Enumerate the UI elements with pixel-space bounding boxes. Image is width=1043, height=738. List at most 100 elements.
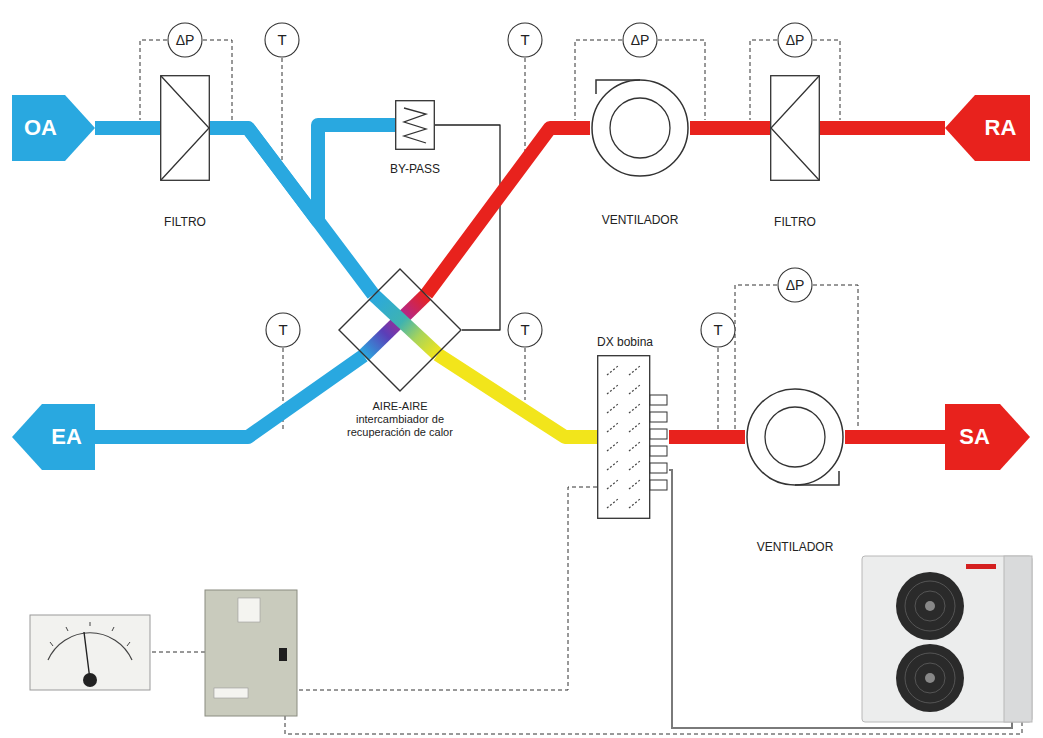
meter-scale bbox=[48, 633, 132, 660]
temperature-sensor: T bbox=[700, 312, 736, 348]
outdoor-fan bbox=[896, 644, 964, 712]
part-label: DX bobina bbox=[597, 335, 653, 349]
coil-fin bbox=[607, 366, 618, 375]
coil-header bbox=[650, 463, 667, 473]
coil-fin bbox=[629, 499, 640, 508]
coil-fin bbox=[629, 442, 640, 451]
node-outline bbox=[597, 355, 669, 519]
node-text: SA bbox=[959, 424, 990, 450]
refrigerant-line bbox=[669, 470, 1012, 728]
label-holder: FILTRO bbox=[135, 215, 235, 229]
heat-exchanger: AIRE-AIRE intercambiador de recuperación… bbox=[338, 268, 462, 392]
fan-grille bbox=[915, 591, 945, 621]
coil-fin bbox=[607, 385, 618, 394]
bypass-damper: BY-PASS bbox=[395, 100, 435, 150]
air-duct bbox=[210, 125, 395, 221]
air-duct bbox=[95, 121, 160, 135]
coil-fin bbox=[629, 404, 640, 413]
node-text: ΔP bbox=[631, 32, 650, 49]
sensor-circle bbox=[623, 23, 657, 57]
fan-grille bbox=[915, 663, 945, 693]
coil-header bbox=[650, 395, 667, 405]
filter-media bbox=[161, 76, 209, 180]
temperature-sensor: T bbox=[507, 312, 543, 348]
arrow-shape bbox=[945, 95, 1030, 161]
sensor-circle bbox=[168, 23, 202, 57]
meter-body bbox=[30, 615, 150, 690]
exhaust-air-arrow: EA bbox=[12, 404, 95, 470]
coil-fin bbox=[629, 366, 640, 375]
arrow-shape bbox=[945, 404, 1030, 470]
temperature-sensor: T bbox=[507, 22, 543, 58]
node-outline bbox=[590, 78, 690, 178]
node-text: EA bbox=[51, 424, 82, 450]
fan-housing bbox=[747, 389, 843, 485]
exchanger-outline bbox=[339, 269, 461, 391]
coil-fin bbox=[629, 480, 640, 489]
outdoor-unit bbox=[862, 556, 1032, 722]
arrow-shape bbox=[12, 404, 95, 470]
pressure-sensor: ΔP bbox=[777, 267, 813, 303]
dx-coil: DX bobina bbox=[597, 355, 669, 519]
arrow-shape bbox=[12, 95, 95, 161]
control-box bbox=[205, 590, 297, 716]
meter-knob bbox=[83, 673, 97, 687]
coil-fin bbox=[607, 442, 618, 451]
coil-fin bbox=[607, 461, 618, 470]
node-text: T bbox=[278, 321, 287, 339]
analog-meter bbox=[30, 615, 150, 690]
fan-hub bbox=[925, 601, 935, 611]
outdoor-air-arrow: OA bbox=[12, 95, 95, 161]
meter-ticks bbox=[50, 622, 130, 646]
sensor-circle bbox=[508, 23, 542, 57]
temperature-leader bbox=[525, 348, 526, 400]
sensor-circle bbox=[266, 313, 300, 347]
filter-frame bbox=[161, 76, 210, 181]
fan-outlet bbox=[596, 80, 640, 94]
control-box-sticker bbox=[238, 598, 260, 622]
outdoor-fan bbox=[896, 572, 964, 640]
sensor-circle bbox=[778, 23, 812, 57]
coil-header bbox=[650, 446, 667, 456]
sensor-circle bbox=[778, 268, 812, 302]
damper-frame bbox=[396, 101, 435, 150]
coil-header bbox=[650, 429, 667, 439]
node-text: T bbox=[520, 321, 529, 339]
pressure-sensor: ΔP bbox=[622, 22, 658, 58]
coil-fin bbox=[607, 404, 618, 413]
node-text: OA bbox=[24, 115, 57, 141]
label-holder: BY-PASS bbox=[365, 162, 465, 176]
fan-symbol: VENTILADOR bbox=[745, 387, 845, 487]
fan-outlet bbox=[795, 471, 839, 485]
node-outline bbox=[395, 100, 435, 150]
outdoor-unit-body bbox=[862, 556, 1032, 722]
filter-frame bbox=[771, 76, 820, 181]
fan-impeller bbox=[765, 407, 825, 467]
sensor-circle bbox=[701, 313, 735, 347]
coil-fin bbox=[629, 385, 640, 394]
control-wire bbox=[152, 652, 205, 653]
fan-housing bbox=[592, 80, 688, 176]
label-holder: DX bobina bbox=[597, 335, 653, 349]
pressure-sensor: ΔP bbox=[167, 22, 203, 58]
control-box-body bbox=[205, 590, 297, 716]
label-holder: FILTRO bbox=[745, 215, 845, 229]
label-holder: AIRE-AIRE intercambiador de recuperación… bbox=[338, 400, 462, 440]
label-holder: VENTILADOR bbox=[735, 540, 855, 554]
coil-fin bbox=[607, 480, 618, 489]
part-label: VENTILADOR bbox=[735, 540, 855, 554]
filter-symbol: FILTRO bbox=[160, 75, 210, 181]
control-box-switch bbox=[279, 648, 287, 661]
node-outline bbox=[770, 75, 820, 181]
return-air-arrow: RA bbox=[945, 95, 1030, 161]
air-duct bbox=[426, 128, 590, 294]
node-text: T bbox=[713, 321, 722, 339]
outdoor-unit-side bbox=[1004, 556, 1032, 722]
filter-symbol: FILTRO bbox=[770, 75, 820, 181]
node-text: T bbox=[277, 31, 286, 49]
air-duct bbox=[820, 121, 945, 135]
fan-symbol: VENTILADOR bbox=[590, 78, 690, 178]
temperature-leader bbox=[282, 58, 283, 164]
control-box-plate bbox=[214, 688, 248, 698]
temperature-leader bbox=[718, 348, 719, 429]
